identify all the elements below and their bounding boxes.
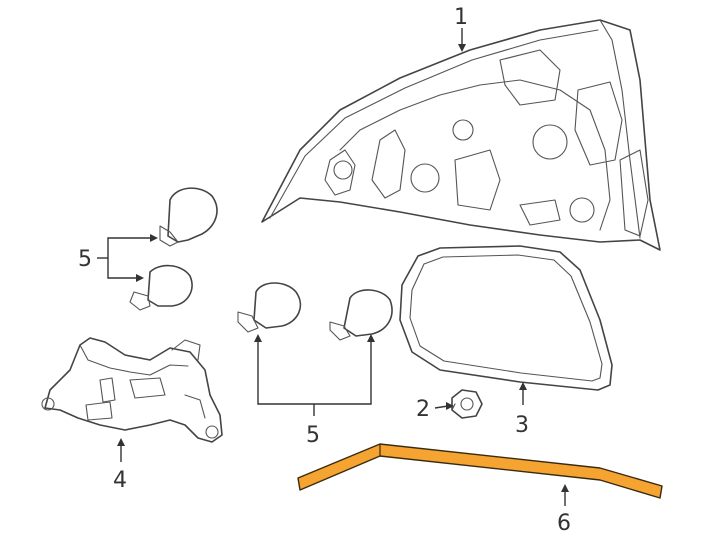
bulb-center-right [329, 289, 393, 341]
callout-4: 4 [113, 468, 127, 493]
weatherstrip-seal [297, 443, 663, 499]
bulb-lower-left [129, 264, 193, 311]
callout-5-upper: 5 [78, 247, 92, 272]
bulb-center-left [237, 282, 302, 333]
bulb-upper-left [159, 187, 218, 247]
tail-lamp-housing [261, 19, 661, 251]
callout-5-lower: 5 [306, 423, 320, 448]
callout-2: 2 [416, 397, 430, 422]
callout-3: 3 [515, 413, 529, 438]
callout-6: 6 [557, 511, 571, 536]
callout-1: 1 [454, 5, 468, 30]
nut [451, 389, 483, 419]
bulb-socket-carrier [41, 337, 223, 443]
leader-lines [97, 28, 569, 506]
gasket [399, 245, 613, 391]
